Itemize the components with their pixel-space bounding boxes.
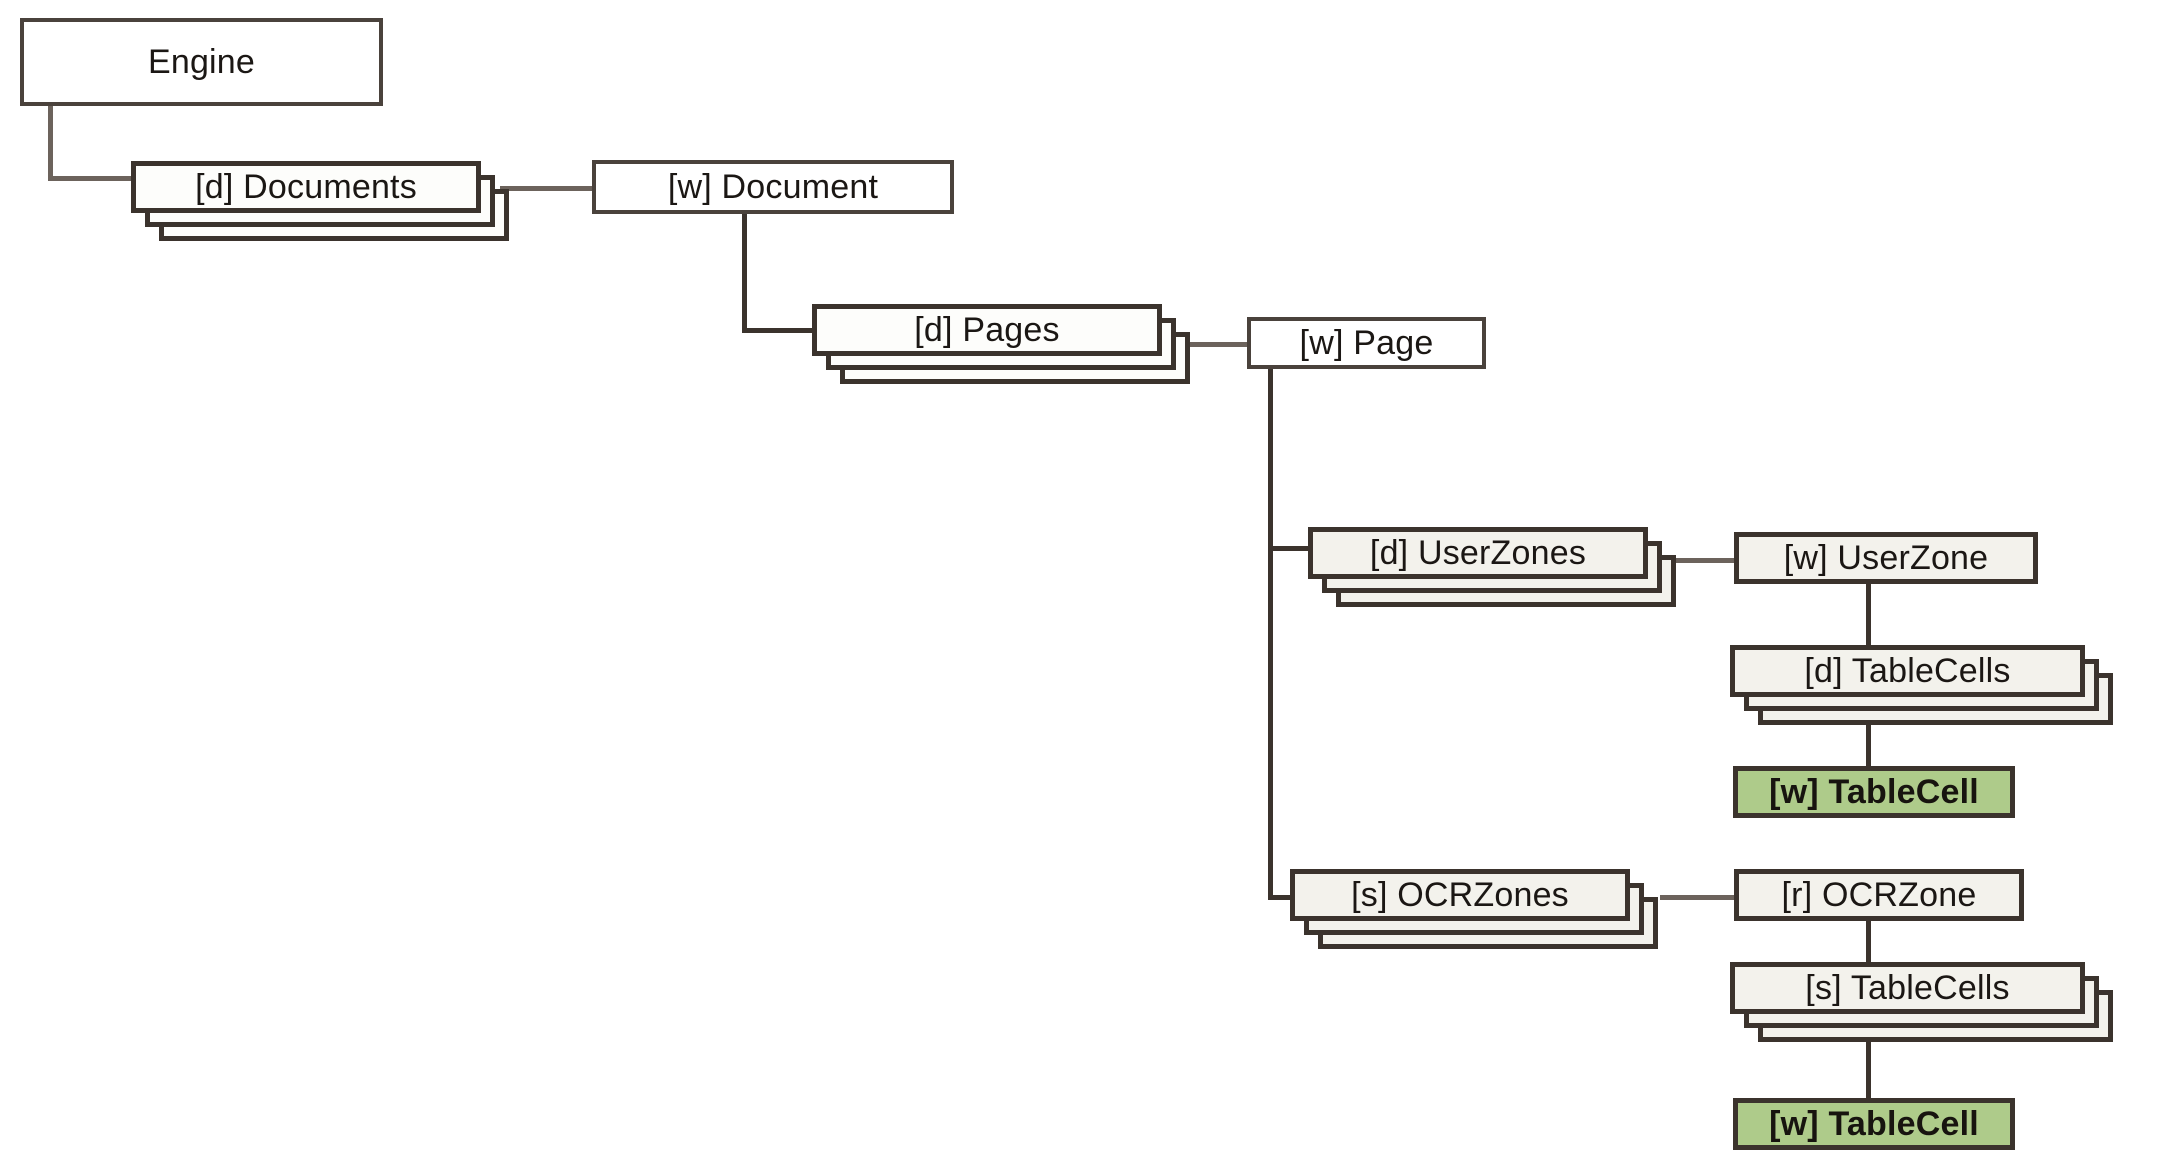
- node-tablecell-highlighted-1[interactable]: [w] TableCell: [1733, 766, 2015, 818]
- node-document[interactable]: [w] Document: [592, 160, 954, 214]
- node-documents-face: [d] Documents: [131, 161, 481, 213]
- edge-userzone-tablecells: [1866, 574, 1871, 648]
- node-engine-face: Engine: [20, 18, 383, 106]
- node-ocrzone[interactable]: [r] OCRZone: [1734, 869, 2024, 921]
- edge-pages-page: [1185, 342, 1247, 347]
- edge-ocrzone-tablecells: [1866, 912, 1871, 984]
- edge-page-ocrzones: [1268, 895, 1310, 900]
- node-documents[interactable]: [d] Documents: [131, 161, 509, 241]
- node-userzones-label: [d] UserZones: [1369, 534, 1587, 572]
- node-page-label: [w] Page: [1299, 324, 1434, 362]
- node-page[interactable]: [w] Page: [1247, 317, 1486, 369]
- node-tablecells-static[interactable]: [s] TableCells: [1730, 962, 2113, 1042]
- node-page-face: [w] Page: [1247, 317, 1486, 369]
- node-engine-label: Engine: [147, 43, 256, 81]
- node-pages-label: [d] Pages: [914, 311, 1060, 349]
- node-pages-face: [d] Pages: [812, 304, 1162, 356]
- node-engine[interactable]: Engine: [20, 18, 383, 106]
- node-tablecell-highlighted-1-face: [w] TableCell: [1733, 766, 2015, 818]
- edge-document-pages-vertical: [742, 214, 747, 332]
- edge-userzones-userzone: [1660, 558, 1736, 563]
- node-tablecells-dynamic[interactable]: [d] TableCells: [1730, 645, 2113, 725]
- node-userzone[interactable]: [w] UserZone: [1734, 532, 2038, 584]
- node-documents-label: [d] Documents: [195, 168, 417, 206]
- node-ocrzones-label: [s] OCRZones: [1351, 876, 1569, 914]
- node-userzones[interactable]: [d] UserZones: [1308, 527, 1676, 607]
- node-tablecells-dynamic-face: [d] TableCells: [1730, 645, 2085, 697]
- node-tablecell-highlighted-2-face: [w] TableCell: [1733, 1098, 2015, 1150]
- node-tablecell-highlighted-2[interactable]: [w] TableCell: [1733, 1098, 2015, 1150]
- edge-engine-documents-vertical: [48, 103, 53, 181]
- edge-page-userzones: [1268, 546, 1310, 551]
- node-ocrzones[interactable]: [s] OCRZones: [1290, 869, 1658, 949]
- node-ocrzones-face: [s] OCRZones: [1290, 869, 1630, 921]
- edge-page-trunk: [1268, 368, 1273, 900]
- node-userzone-face: [w] UserZone: [1734, 532, 2038, 584]
- node-tablecells-dynamic-label: [d] TableCells: [1804, 652, 2011, 690]
- node-document-label: [w] Document: [667, 168, 879, 206]
- node-ocrzone-face: [r] OCRZone: [1734, 869, 2024, 921]
- node-userzones-face: [d] UserZones: [1308, 527, 1648, 579]
- node-tablecells-static-label: [s] TableCells: [1805, 969, 2010, 1007]
- edge-ocrzones-ocrzone: [1660, 895, 1736, 900]
- edge-documents-document: [500, 186, 592, 191]
- edge-document-pages-horizontal: [742, 328, 814, 333]
- node-tablecell-highlighted-2-label: [w] TableCell: [1769, 1105, 1979, 1143]
- edge-engine-documents-horizontal: [48, 176, 138, 181]
- edge-tablecells-tablecell-2: [1866, 1038, 1871, 1102]
- node-tablecells-static-face: [s] TableCells: [1730, 962, 2085, 1014]
- node-document-face: [w] Document: [592, 160, 954, 214]
- node-userzone-label: [w] UserZone: [1783, 539, 1989, 577]
- node-ocrzone-label: [r] OCRZone: [1781, 876, 1977, 914]
- node-pages[interactable]: [d] Pages: [812, 304, 1190, 384]
- node-tablecell-highlighted-1-label: [w] TableCell: [1769, 773, 1979, 811]
- edge-tablecells-tablecell-1: [1866, 702, 1871, 770]
